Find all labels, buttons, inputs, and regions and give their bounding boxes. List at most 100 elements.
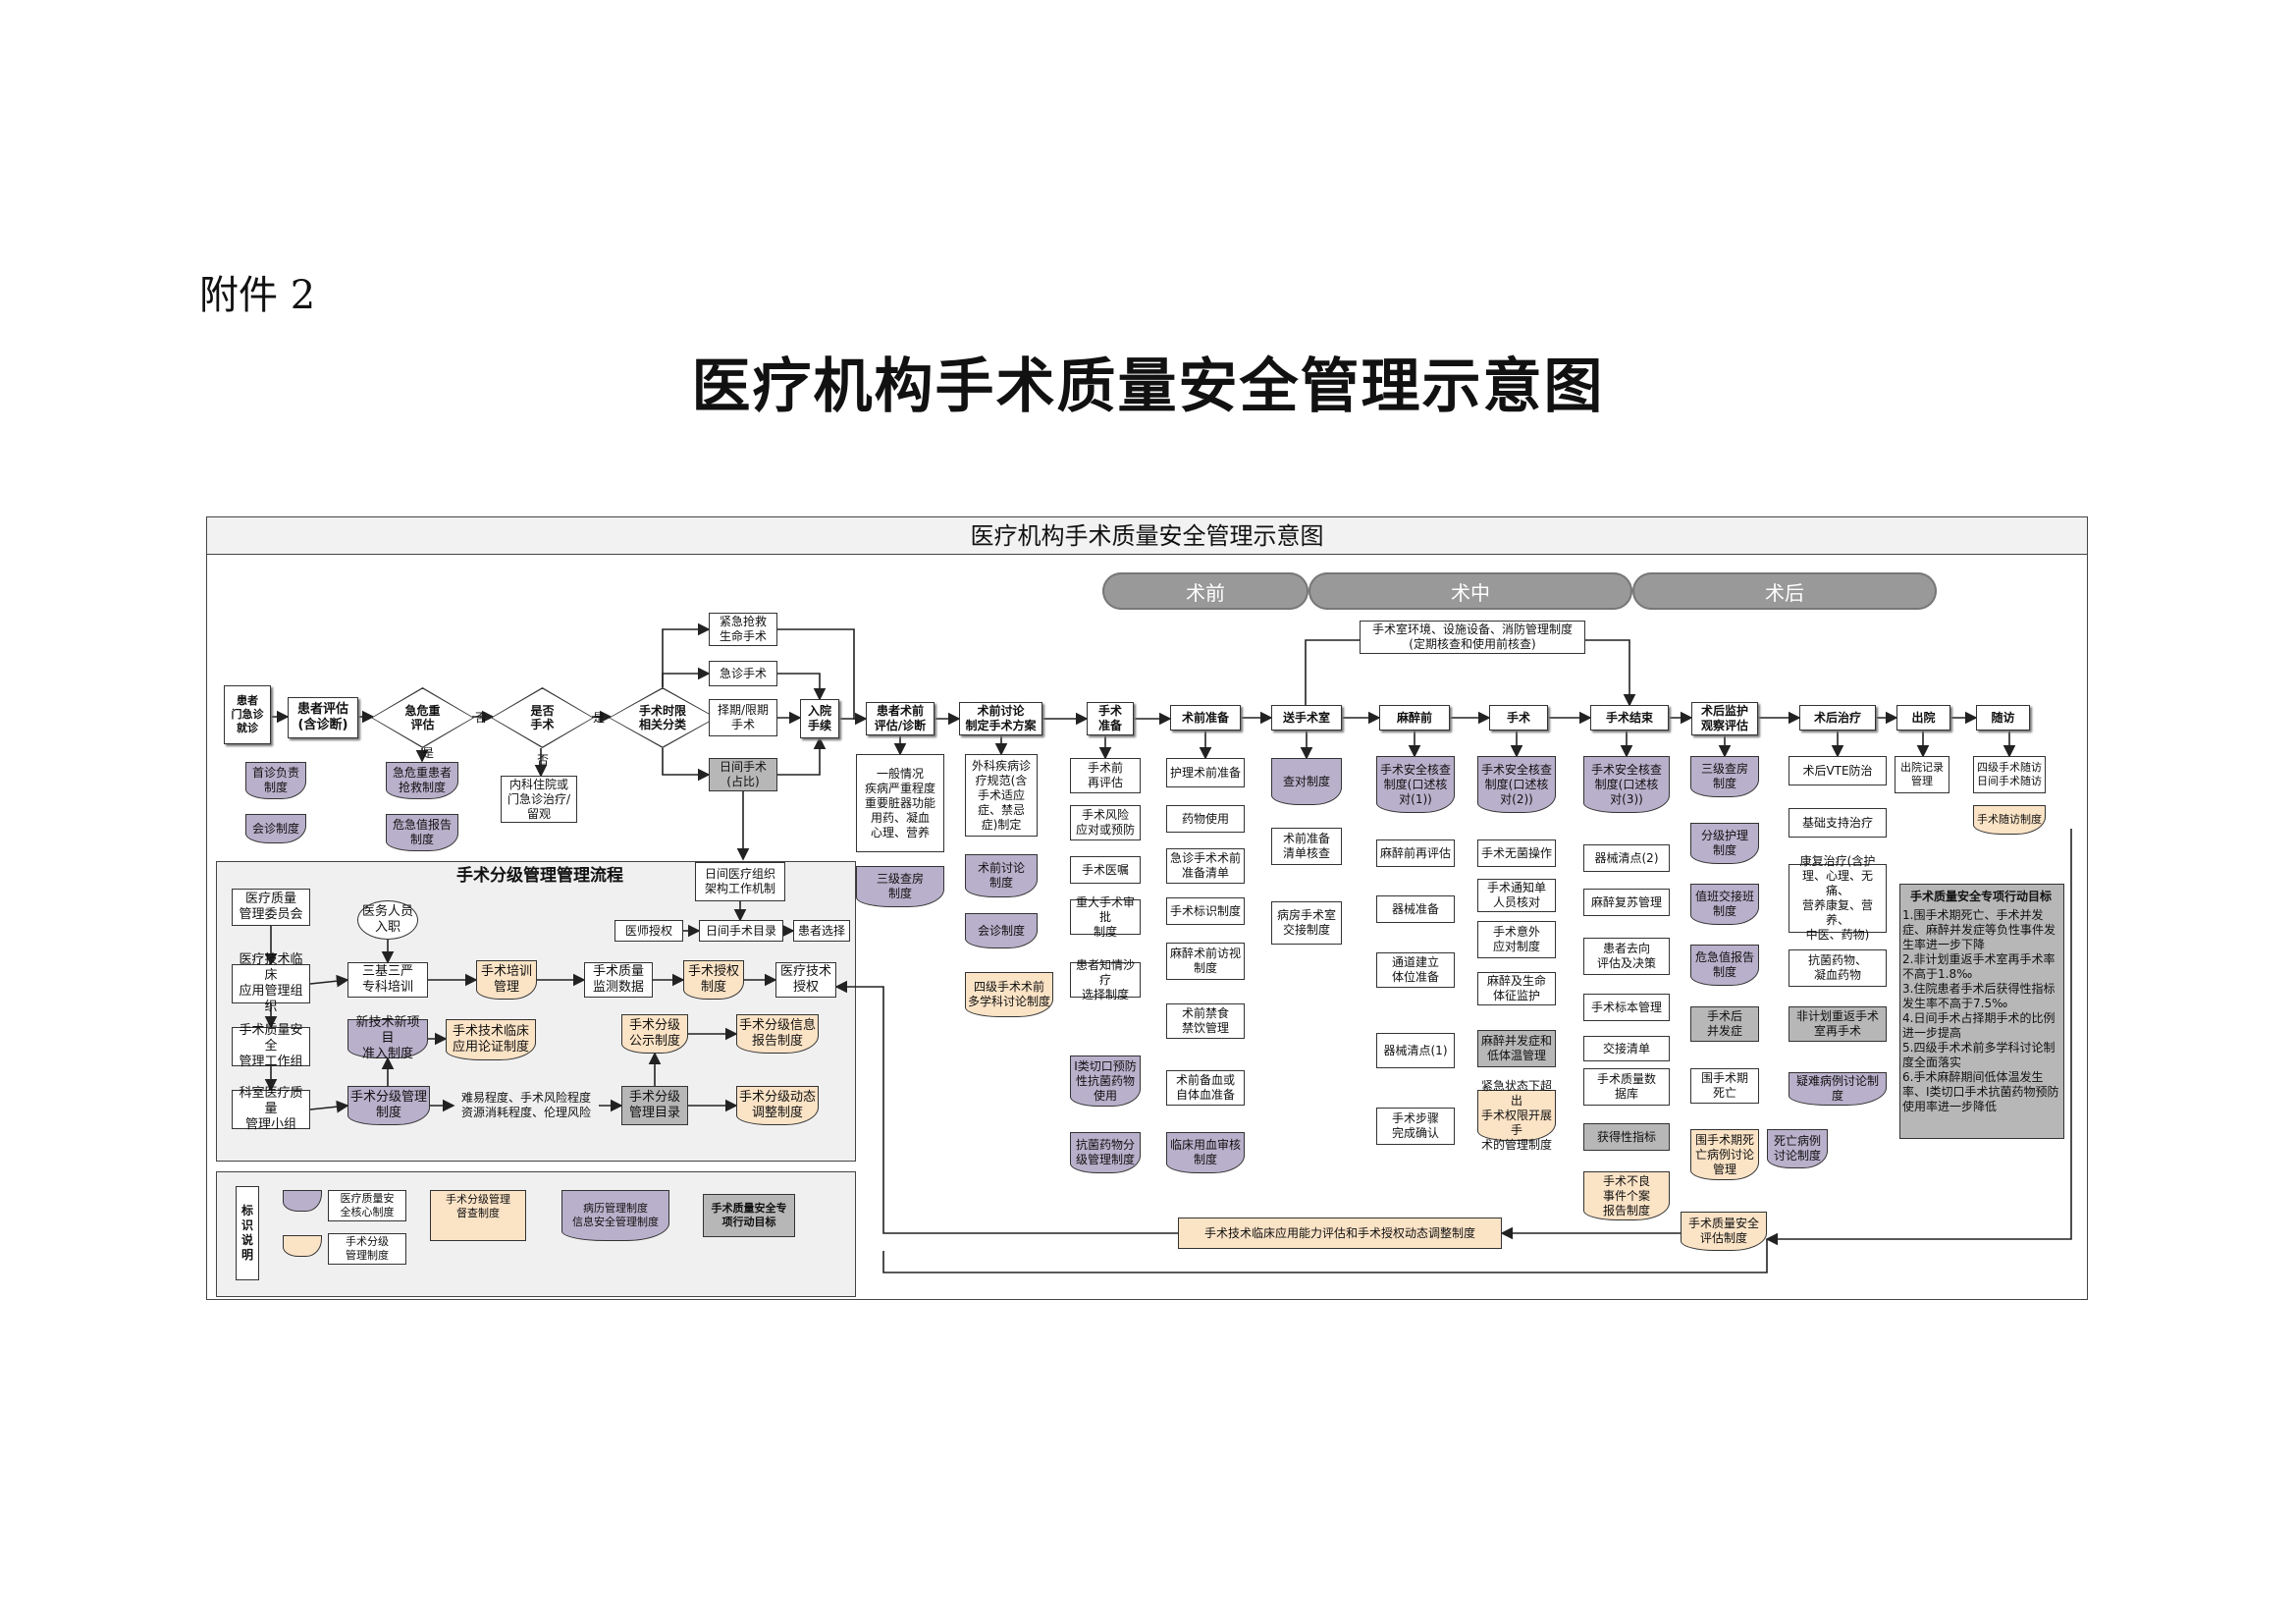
node-patient: 患者 门急诊 就诊 (224, 685, 271, 744)
c13-item-1: 四级手术随访 日间手术随访 (1973, 756, 2046, 793)
g-day-list: 日间手术目录 (699, 920, 783, 942)
c6-item-0: 护理术前准备 (1166, 758, 1245, 787)
g-difficulty: 难易程度、手术风险程度 资源消耗程度、伦理风险 (460, 1091, 591, 1119)
g-grade-sys: 手术分级管理 制度 (347, 1086, 430, 1125)
connector-arrow (662, 748, 711, 782)
g-pat-sel: 患者选择 (793, 920, 850, 942)
node-elective: 择期/限期 手术 (709, 699, 777, 736)
c1-item-1: 会诊制度 (245, 814, 306, 843)
connector-arrow (662, 667, 711, 687)
g-new-tech: 新技术新项目 准入制度 (347, 1015, 428, 1061)
node-post-treat: 术后治疗 (1799, 705, 1876, 731)
c6-item-6: 术前备血或 自体血准备 (1166, 1070, 1245, 1106)
node-critical-label: 急危重 评估 (404, 703, 441, 731)
c6-item-3: 手术标识制度 (1166, 897, 1245, 925)
c8-item-4: 器械清点(1) (1376, 1033, 1455, 1068)
node-surgery-decision-label: 是否 手术 (530, 703, 555, 731)
c5-item-2: 手术医嘱 (1070, 856, 1141, 884)
attachment-label: 附件 2 (199, 273, 316, 318)
g-training: 三基三严 专科培训 (347, 962, 428, 998)
node-internal: 内科住院或 门急诊治疗/ 留观 (501, 776, 577, 823)
c8-item-1: 麻醉前再评估 (1376, 839, 1455, 867)
node-post-care: 术后监护 观察评估 (1691, 702, 1758, 735)
c11-item-3: 危急值报告 制度 (1690, 945, 1759, 986)
c5-item-0: 手术前 再评估 (1070, 758, 1141, 793)
node-op: 手术 (1489, 705, 1548, 731)
c7-item-1: 术前准备 清单核查 (1271, 828, 1342, 865)
c4-item-0: 外科疾病诊 疗规范(含 手术适应 症、禁忌 症)制定 (965, 754, 1038, 837)
c9-item-1: 手术无菌操作 (1477, 839, 1556, 867)
c6-item-1: 药物使用 (1166, 805, 1245, 833)
c10-item-8: 手术不良 事件个案 报告制度 (1583, 1171, 1670, 1220)
c4-item-1: 术前讨论 制度 (965, 854, 1038, 897)
node-time-class: 手术时限 相关分类 (609, 687, 717, 748)
node-followup: 随访 (1976, 705, 2030, 731)
diagram-title: 医疗机构手术质量安全管理示意图 (207, 517, 2087, 555)
c8-item-2: 器械准备 (1376, 895, 1455, 923)
label-no-1: 否 (475, 711, 488, 725)
g-safety-team: 手术质量安全 管理工作组 (232, 1023, 310, 1069)
connector-arrow (1585, 639, 1636, 707)
phase-intra: 术中 (1308, 572, 1632, 610)
g-monitor: 手术质量 监测数据 (584, 962, 653, 998)
c7-item-2: 病房手术室 交接制度 (1271, 901, 1342, 945)
phase-post: 术后 (1632, 572, 1937, 610)
connector-arrow (777, 736, 827, 776)
g-staff: 医务人员 入职 (357, 900, 418, 940)
g-tech-auth: 医疗技术 授权 (775, 962, 836, 998)
c10-item-4: 手术标本管理 (1583, 994, 1670, 1021)
legend-supervise: 手术分级管理 督查制度 (430, 1190, 526, 1241)
c10-item-5: 交接清单 (1583, 1036, 1670, 1061)
c12-item-0: 术后VTE防治 (1789, 756, 1887, 785)
g-doc-auth: 医师授权 (614, 920, 683, 942)
connector-arrow (882, 1239, 1768, 1273)
c6-item-7: 临床用血审核 制度 (1166, 1132, 1245, 1173)
g-tech-eval: 手术技术临床 应用论证制度 (446, 1019, 536, 1060)
c8-item-3: 通道建立 体位准备 (1376, 952, 1455, 988)
connector-arrow (662, 623, 711, 687)
node-surgery-decision: 是否 手术 (491, 687, 594, 748)
c5-item-6: 抗菌药物分 级管理制度 (1070, 1132, 1141, 1173)
label-no-2: 否 (537, 753, 550, 767)
node-pre-prep: 术前准备 (1170, 705, 1241, 731)
phase-pre: 术前 (1102, 572, 1308, 610)
c3-item-0: 一般情况 疾病严重程度 重要脏器功能 用药、凝血 心理、营养 (856, 754, 944, 852)
c6-item-4: 麻醉术前访视 制度 (1166, 943, 1245, 980)
c11-item-7: 死亡病例 讨论制度 (1767, 1129, 1828, 1168)
connector-arrow (1305, 639, 1360, 705)
legend-core: 医疗质量安 全核心制度 (328, 1190, 406, 1221)
c8-item-5: 手术步骤 完成确认 (1376, 1108, 1455, 1145)
g-tech-org: 医疗技术临床 应用管理组织 (232, 952, 310, 1014)
c11-item-6: 围手术期死 亡病例讨论 管理 (1690, 1129, 1759, 1180)
c9-item-6: 紧急状态下超出 手术权限开展手 术的管理制度 (1477, 1079, 1556, 1152)
c5-item-4: 患者知情沙疗 选择制度 (1070, 958, 1141, 1001)
g-train-mgmt: 手术培训 管理 (476, 960, 537, 1000)
c9-item-0: 手术安全核查 制度(口述核 对(2)) (1477, 756, 1556, 813)
node-discharge: 出院 (1896, 705, 1950, 731)
g-catalog: 手术分级 管理目录 (621, 1086, 688, 1125)
label-yes-1: 是 (422, 746, 435, 760)
node-emergency-rescue: 紧急抢救 生命手术 (709, 613, 777, 646)
c11-item-5: 围手术期 死亡 (1690, 1068, 1759, 1104)
c7-item-0: 查对制度 (1271, 758, 1342, 805)
goals-text: 1.围手术期死亡、手术并发症、麻醉并发症等负性事件发生率进一步下降 2.非计划重… (1899, 884, 2064, 1139)
node-pre-assess: 患者术前 评估/诊断 (866, 702, 934, 735)
c3-item-1: 三级查房 制度 (856, 866, 944, 907)
node-discussion: 术前讨论 制定手术方案 (959, 702, 1042, 735)
node-critical: 急危重 评估 (371, 687, 474, 748)
c5-item-3: 重大手术审批 制度 (1070, 895, 1141, 939)
c11-item-8: 手术质量安全 评估制度 (1681, 1212, 1767, 1251)
connector-arrow (309, 1100, 349, 1113)
g-publicity: 手术分级 公示制度 (621, 1014, 688, 1054)
c4-item-2: 会诊制度 (965, 913, 1038, 948)
connector-arrow (777, 673, 827, 701)
c12-item-5: 疑难病例讨论制度 (1789, 1072, 1887, 1106)
connector-arrow (309, 974, 349, 988)
c8-item-0: 手术安全核查 制度(口述核 对(1)) (1376, 756, 1455, 813)
g-committee: 医疗质量 管理委员会 (232, 889, 310, 926)
c12-item-4: 非计划重返手术 室再手术 (1789, 1006, 1887, 1042)
c13-item-0: 出院记录 管理 (1895, 756, 1949, 793)
c10-item-6: 手术质量数 据库 (1583, 1068, 1670, 1106)
node-prep: 手术 准备 (1087, 702, 1134, 735)
c12-item-2: 康复治疗(含护 理、心理、无痛、 营养康复、营养、 中医、药物) (1789, 854, 1887, 942)
